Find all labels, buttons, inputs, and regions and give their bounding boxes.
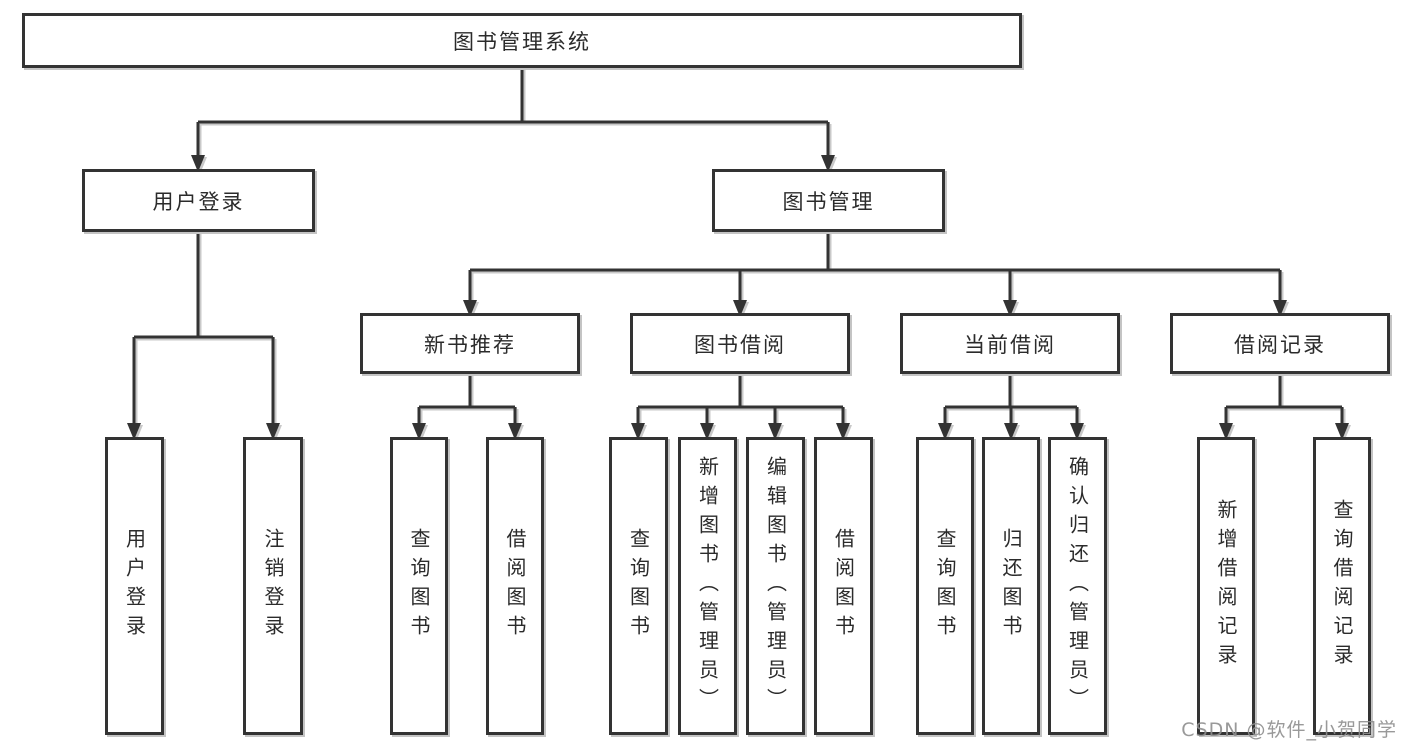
leaf-add-books-admin: 新增图书（管理员） (678, 437, 737, 735)
leaf-edit-books-admin: 编辑图书（管理员） (746, 437, 805, 735)
node-book-borrow: 图书借阅 (630, 313, 850, 374)
leaf-label: 借阅图书 (503, 528, 527, 644)
leaf-user-login: 用户登录 (105, 437, 164, 735)
leaf-add-borrow-record: 新增借阅记录 (1197, 437, 1255, 735)
node-root: 图书管理系统 (22, 13, 1022, 68)
leaf-borrow-books-1: 借阅图书 (486, 437, 544, 735)
leaf-label: 归还图书 (999, 528, 1023, 644)
arrowheads (127, 155, 1349, 440)
leaf-return-books: 归还图书 (982, 437, 1040, 735)
leaf-label: 新增借阅记录 (1214, 499, 1238, 673)
leaf-query-books-2: 查询图书 (609, 437, 668, 735)
node-borrow-record: 借阅记录 (1170, 313, 1390, 374)
leaf-logout: 注销登录 (243, 437, 303, 735)
node-new-book-recommend: 新书推荐 (360, 313, 580, 374)
node-user-login-branch: 用户登录 (82, 169, 315, 232)
leaf-label: 注销登录 (261, 528, 285, 644)
leaf-label: 新增图书（管理员） (695, 455, 720, 717)
leaf-borrow-books-2: 借阅图书 (814, 437, 873, 735)
leaf-query-books-3: 查询图书 (916, 437, 974, 735)
csdn-watermark: CSDN @软件_小贺同学 (1181, 719, 1397, 741)
leaf-label: 查询借阅记录 (1330, 499, 1354, 673)
node-book-management-branch: 图书管理 (712, 169, 945, 232)
leaf-label: 用户登录 (122, 528, 147, 644)
leaf-label: 编辑图书（管理员） (763, 455, 788, 717)
leaf-label: 查询图书 (626, 528, 651, 644)
leaf-query-books-1: 查询图书 (390, 437, 448, 735)
leaf-confirm-return-admin: 确认归还（管理员） (1048, 437, 1107, 735)
node-current-borrow: 当前借阅 (900, 313, 1120, 374)
leaf-label: 借阅图书 (831, 528, 856, 644)
leaf-label: 查询图书 (407, 528, 431, 644)
leaf-query-borrow-record: 查询借阅记录 (1313, 437, 1371, 735)
leaf-label: 确认归还（管理员） (1065, 455, 1090, 717)
leaf-label: 查询图书 (933, 528, 957, 644)
